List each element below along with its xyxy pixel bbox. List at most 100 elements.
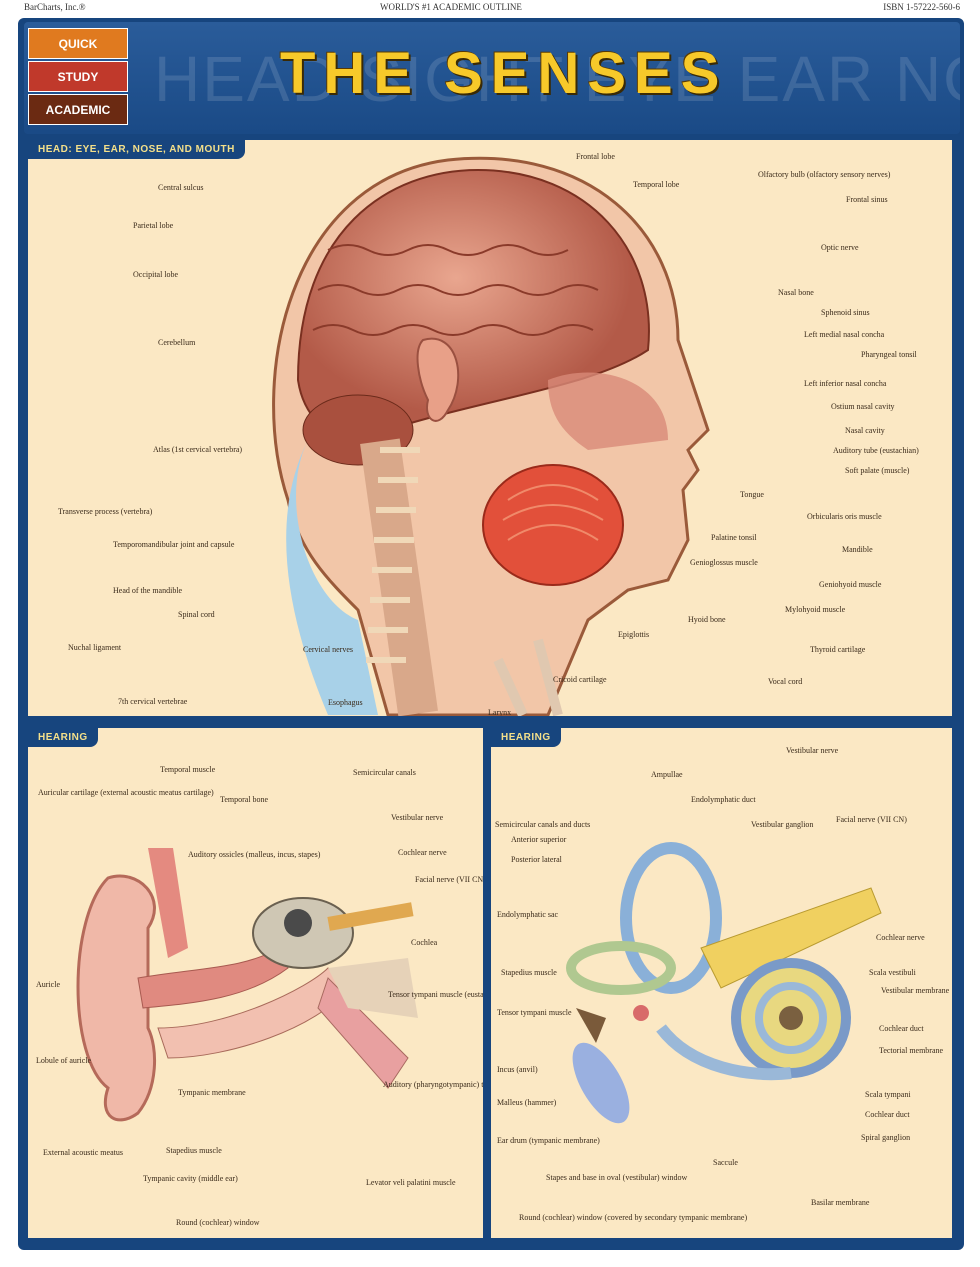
anatomy-label: Vestibular nerve: [786, 746, 839, 755]
anatomy-label: Frontal lobe: [576, 152, 615, 161]
anatomy-label: Tympanic cavity (middle ear): [143, 1174, 238, 1183]
logo-line: STUDY: [28, 61, 128, 92]
anatomy-label: Endolymphatic duct: [691, 795, 756, 804]
quickstudy-logo: QUICK STUDY ACADEMIC: [28, 28, 128, 128]
anatomy-label: Ostium nasal cavity: [831, 402, 895, 411]
anatomy-label: Endolymphatic sac: [497, 910, 559, 919]
anatomy-label: Cochlear duct: [879, 1024, 924, 1033]
anatomy-label: Genioglossus muscle: [690, 558, 758, 567]
anatomy-label: Tensor tympani muscle: [497, 1008, 572, 1017]
tagline: WORLD'S #1 ACADEMIC OUTLINE: [380, 2, 522, 12]
anatomy-label: Cervical nerves: [303, 645, 353, 654]
anatomy-label: Left medial nasal concha: [804, 330, 885, 339]
anatomy-label: Parietal lobe: [133, 221, 174, 230]
anatomy-label: Mylohyoid muscle: [785, 605, 846, 614]
anatomy-label: Sphenoid sinus: [821, 308, 870, 317]
anatomy-label: Semicircular canals and ducts: [495, 820, 591, 829]
anatomy-label: Spinal cord: [178, 610, 215, 619]
anatomy-label: Cochlea: [411, 938, 438, 947]
anatomy-label: Cochlear nerve: [876, 933, 925, 942]
anatomy-label: Vocal cord: [768, 677, 803, 686]
anatomy-label: Nasal cavity: [845, 426, 885, 435]
anatomy-label: Olfactory bulb (olfactory sensory nerves…: [758, 170, 891, 179]
ear-illustration: [76, 848, 418, 1122]
anatomy-label: Vestibular nerve: [391, 813, 444, 822]
section-tab-head: HEAD: EYE, EAR, NOSE, AND MOUTH: [28, 140, 245, 159]
anatomy-label: External acoustic meatus: [43, 1148, 123, 1157]
anatomy-label: 7th cervical vertebrae: [118, 697, 188, 706]
anatomy-label: Transverse process (vertebra): [58, 507, 153, 516]
anatomy-label: Tongue: [740, 490, 764, 499]
anatomy-label: Geniohyoid muscle: [819, 580, 882, 589]
anatomy-label: Round (cochlear) window: [176, 1218, 260, 1227]
section-tab-hearing-inner: HEARING: [491, 728, 561, 747]
anatomy-label: Frontal sinus: [846, 195, 888, 204]
anatomy-label: Hyoid bone: [688, 615, 726, 624]
anatomy-label: Semicircular canals: [353, 768, 416, 777]
anatomy-label: Scala vestibuli: [869, 968, 916, 977]
inner-ear-illustration: [566, 842, 882, 1124]
anatomy-label: Spiral ganglion: [861, 1133, 911, 1142]
anatomy-label: Lobule of auricle: [36, 1056, 92, 1065]
anatomy-label: Tensor tympani muscle (eustachian tube): [388, 990, 483, 999]
anatomy-label: Saccule: [713, 1158, 738, 1167]
anatomy-label: Stapes and base in oval (vestibular) win…: [546, 1173, 688, 1182]
anatomy-label: Tectorial membrane: [879, 1046, 944, 1055]
anatomy-label: Cricoid cartilage: [553, 675, 607, 684]
publisher: BarCharts, Inc.®: [24, 2, 86, 12]
head-illustration: [272, 156, 710, 716]
anatomy-label: Nasal bone: [778, 288, 814, 297]
anatomy-label: Ear drum (tympanic membrane): [497, 1136, 600, 1145]
anatomy-label: Left inferior nasal concha: [804, 379, 887, 388]
anatomy-label: Cochlear duct: [865, 1110, 910, 1119]
anatomy-label: Palatine tonsil: [711, 533, 757, 542]
anatomy-label: Thyroid cartilage: [810, 645, 866, 654]
anatomy-label: Incus (anvil): [497, 1065, 538, 1074]
anatomy-label: Facial nerve (VII CN): [836, 815, 907, 824]
anatomy-label: Atlas (1st cervical vertebra): [153, 445, 243, 454]
anatomy-label: Stapedius muscle: [501, 968, 557, 977]
anatomy-label: Vestibular ganglion: [751, 820, 814, 829]
anatomy-label: Auricle: [36, 980, 60, 989]
anatomy-label: Temporomandibular joint and capsule: [113, 540, 235, 549]
anatomy-label: Posterior lateral: [511, 855, 562, 864]
head-panel: HEAD: EYE, EAR, NOSE, AND MOUTH Central …: [28, 140, 952, 716]
anatomy-label: Auditory (pharyngotympanic) tube: [383, 1080, 483, 1089]
anatomy-label: Malleus (hammer): [497, 1098, 557, 1107]
anatomy-label: Anterior superior: [511, 835, 567, 844]
anatomy-label: Cochlear nerve: [398, 848, 447, 857]
logo-line: ACADEMIC: [28, 94, 128, 125]
isbn: ISBN 1-57222-560-6: [883, 2, 960, 12]
anatomy-label: Facial nerve (VII CN): [415, 875, 483, 884]
anatomy-label: Round (cochlear) window (covered by seco…: [519, 1213, 748, 1222]
anatomy-label: Central sulcus: [158, 183, 204, 192]
anatomy-label: Levator veli palatini muscle: [366, 1178, 456, 1187]
anatomy-label: Ampullae: [651, 770, 683, 779]
anatomy-label: Temporal bone: [220, 795, 269, 804]
anatomy-label: Scala tympani: [865, 1090, 911, 1099]
anatomy-label: Temporal lobe: [633, 180, 680, 189]
section-tab-hearing-outer: HEARING: [28, 728, 98, 747]
anatomy-label: Soft palate (muscle): [845, 466, 910, 475]
ghost-text: HEAD SIGHT EYE EAR NOSE: [154, 43, 960, 115]
anatomy-label: Cerebellum: [158, 338, 196, 347]
anatomy-label: Vestibular membrane: [881, 986, 950, 995]
anatomy-label: Nuchal ligament: [68, 643, 122, 652]
anatomy-label: Mandible: [842, 545, 873, 554]
anatomy-label: Auricular cartilage (external acoustic m…: [38, 788, 214, 797]
anatomy-label: Head of the mandible: [113, 586, 183, 595]
anatomy-label: Tympanic membrane: [178, 1088, 246, 1097]
page-title: THE SENSES: [280, 41, 728, 106]
anatomy-label: Epiglottis: [618, 630, 650, 639]
logo-line: QUICK: [28, 28, 128, 59]
anatomy-label: Optic nerve: [821, 243, 859, 252]
anatomy-label: Orbicularis oris muscle: [807, 512, 882, 521]
anatomy-label: Esophagus: [328, 698, 363, 707]
anatomy-label: Occipital lobe: [133, 270, 179, 279]
anatomy-label: Temporal muscle: [160, 765, 216, 774]
anatomy-label: Auditory tube (eustachian): [833, 446, 919, 455]
header: HEAD SIGHT EYE EAR NOSE: [24, 22, 960, 134]
anatomy-label: Stapedius muscle: [166, 1146, 222, 1155]
